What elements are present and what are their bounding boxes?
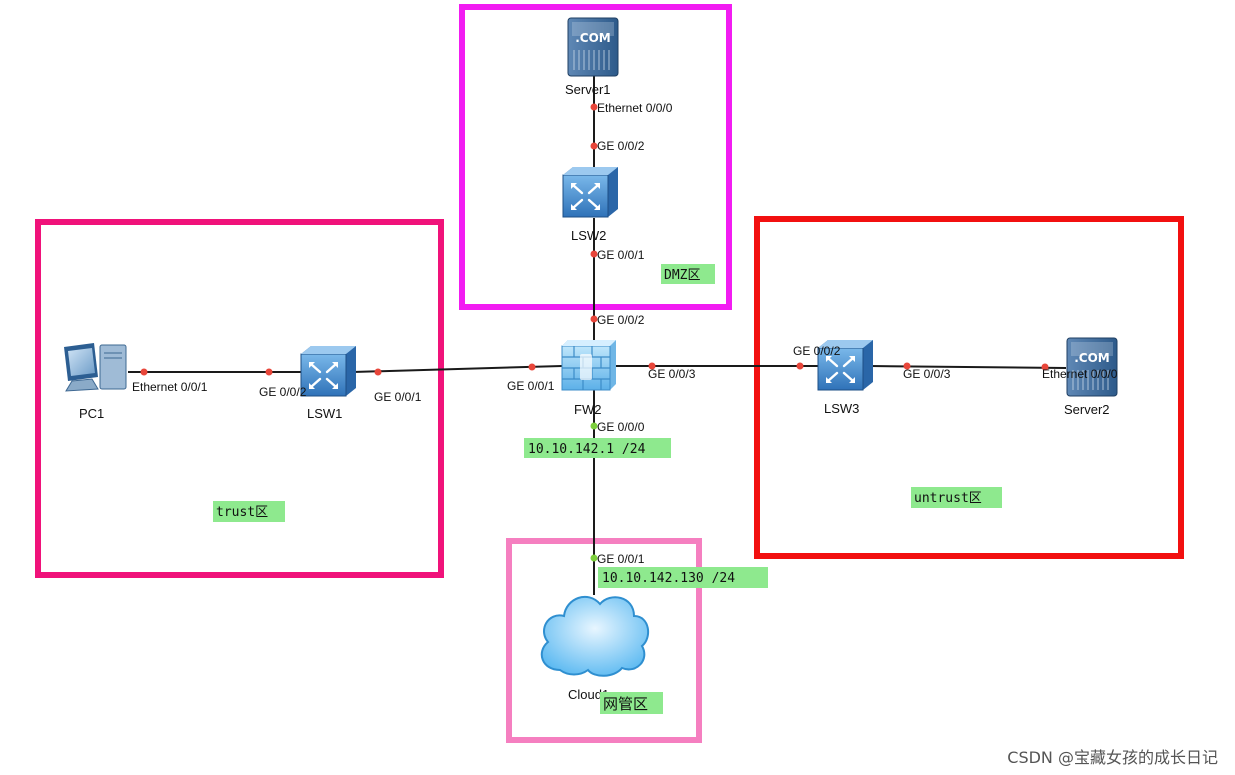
cloud-icon [540, 595, 650, 677]
port-label: Ethernet 0/0/0 [597, 101, 673, 115]
server-com-icon: .COM [1066, 337, 1118, 397]
server2-device[interactable]: .COM [1066, 337, 1118, 397]
port-dot [374, 368, 382, 376]
port-dots [140, 103, 1049, 562]
fw2-mgmt-ip: 10.10.142.1 /24 [528, 442, 646, 457]
port-label: Ethernet 0/0/1 [132, 380, 208, 394]
lsw2-device[interactable] [562, 167, 618, 218]
server-com-icon: .COM [567, 17, 619, 77]
port-dot [903, 362, 911, 370]
pc1-label: PC1 [79, 406, 104, 421]
port-label: GE 0/0/2 [259, 385, 307, 399]
cloud1-device[interactable] [540, 595, 650, 677]
cloud1-ip: 10.10.142.130 /24 [602, 571, 735, 586]
port-dot-mgmt [590, 422, 598, 430]
port-label: GE 0/0/2 [793, 344, 841, 358]
pc-icon [64, 343, 127, 392]
link-lsw1-fw2 [352, 365, 563, 373]
watermark: CSDN @宝藏女孩的成长日记 [1007, 748, 1218, 767]
port-dot [648, 362, 656, 370]
port-dot [796, 362, 804, 370]
switch-icon [562, 167, 618, 218]
mgmt-zone-label: 网管区 [603, 695, 648, 713]
firewall-icon [561, 340, 616, 391]
server-badge: .COM [1074, 351, 1110, 365]
port-label: GE 0/0/2 [597, 139, 645, 153]
port-label: GE 0/0/2 [597, 313, 645, 327]
switch-icon [817, 340, 873, 391]
port-dot [1041, 363, 1049, 371]
dmz-zone-label: DMZ区 [664, 268, 700, 283]
ip-label-bg [524, 438, 671, 458]
server1-device[interactable]: .COM [567, 17, 619, 77]
fw2-label: FW2 [574, 402, 601, 417]
lsw3-device[interactable] [817, 340, 873, 391]
port-dot [265, 368, 273, 376]
zone-label-bg [600, 692, 663, 714]
port-dot-mgmt [590, 554, 598, 562]
port-label: GE 0/0/3 [903, 367, 951, 381]
switch-icon [300, 346, 356, 397]
lsw1-device[interactable] [300, 346, 356, 397]
port-dot [590, 142, 598, 150]
port-dot [528, 363, 536, 371]
lsw2-label: LSW2 [571, 228, 606, 243]
port-label: GE 0/0/1 [597, 248, 645, 262]
port-dot [140, 368, 148, 376]
zone-label-bg [213, 501, 285, 522]
link-lsw3-server2 [869, 365, 1067, 369]
pc1-device[interactable] [64, 343, 127, 392]
server2-label: Server2 [1064, 402, 1110, 417]
mgmt-zone-frame [506, 538, 702, 743]
zone-label-bg [911, 487, 1002, 508]
dmz-zone-frame [459, 4, 732, 310]
cloud1-label: Cloud1 [568, 687, 609, 702]
zone-label-bg [661, 264, 715, 284]
port-label: Ethernet 0/0/0 [1042, 367, 1118, 381]
port-label: GE 0/0/1 [597, 552, 645, 566]
port-label: GE 0/0/1 [507, 379, 555, 393]
port-dot [590, 103, 598, 111]
server1-label: Server1 [565, 82, 611, 97]
untrust-zone-frame [754, 216, 1184, 559]
ip-label-bg [598, 567, 768, 588]
port-dot [590, 315, 598, 323]
port-label: GE 0/0/1 [374, 390, 422, 404]
fw2-device[interactable] [561, 340, 616, 391]
port-label: GE 0/0/3 [648, 367, 696, 381]
untrust-zone-label: untrust区 [914, 491, 982, 506]
port-label: GE 0/0/0 [597, 420, 645, 434]
lsw3-label: LSW3 [824, 401, 859, 416]
trust-zone-label: trust区 [216, 505, 268, 520]
lsw1-label: LSW1 [307, 406, 342, 421]
port-dot [590, 250, 598, 258]
trust-zone-frame [35, 219, 444, 578]
server-badge: .COM [575, 31, 611, 45]
